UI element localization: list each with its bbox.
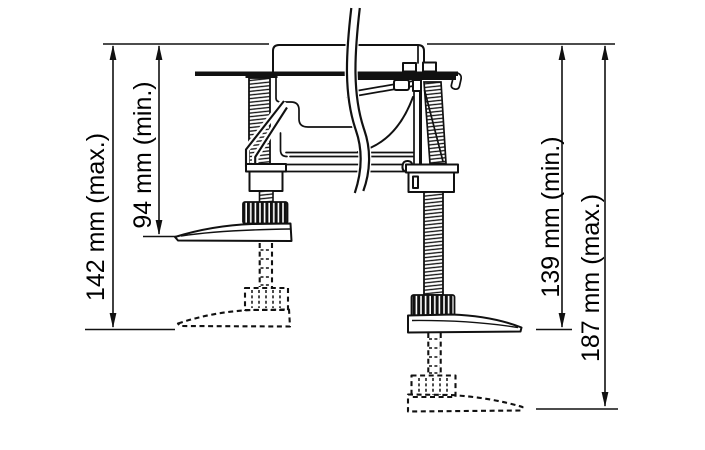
arrowhead-down (601, 392, 609, 407)
dimension-94-min: 94 mm (min.) (129, 45, 176, 238)
rail-tab (402, 62, 417, 73)
dimension-label-94: 94 mm (min.) (129, 81, 157, 228)
rail-tab (422, 61, 437, 73)
arrowhead-up (601, 45, 609, 60)
left-spindle-stub (258, 190, 274, 203)
right-block-slot (412, 175, 419, 189)
dimension-187-max: 187 mm (max.) (536, 45, 618, 410)
left-foot-plate (174, 222, 293, 242)
right-foot-plate (407, 313, 523, 334)
right-threaded-spindle-upper (423, 81, 447, 165)
arrowhead-down (155, 220, 163, 235)
dimension-142-max: 142 mm (max.) (82, 45, 175, 331)
bracket-gusset-edge (423, 89, 444, 162)
arrowhead-down (558, 313, 566, 328)
left-spindle-cap (245, 72, 278, 78)
rail-end-hook (450, 72, 463, 91)
dimension-label-139: 139 mm (min.) (537, 136, 565, 297)
dimension-139-min: 139 mm (min.) (536, 45, 572, 331)
right-foot-extended-dashed (406, 333, 524, 413)
appliance-base-profile (275, 75, 422, 173)
rail-clip (412, 79, 422, 92)
mounting-rail (195, 61, 463, 92)
arrowhead-up (558, 45, 566, 60)
left-foot-plate-edge (180, 228, 291, 237)
right-foot-block-flange (405, 163, 459, 174)
right-foot-plate-edge (411, 319, 519, 329)
rail-clip (393, 79, 410, 91)
left-foot-block (248, 170, 284, 192)
arrowhead-down (109, 313, 117, 328)
left-foot-assembly (174, 72, 293, 242)
arrowhead-up (155, 45, 163, 60)
left-foot-block-flange (245, 163, 287, 173)
dimension-label-187: 187 mm (max.) (577, 194, 605, 362)
left-foot-extended-dashed (176, 243, 292, 328)
right-threaded-spindle (423, 191, 444, 296)
right-foot-assembly (401, 81, 523, 334)
arrowhead-up (109, 45, 117, 60)
left-adjuster-knob (242, 201, 289, 225)
cable (344, 7, 372, 196)
dimension-label-142: 142 mm (max.) (82, 133, 110, 301)
